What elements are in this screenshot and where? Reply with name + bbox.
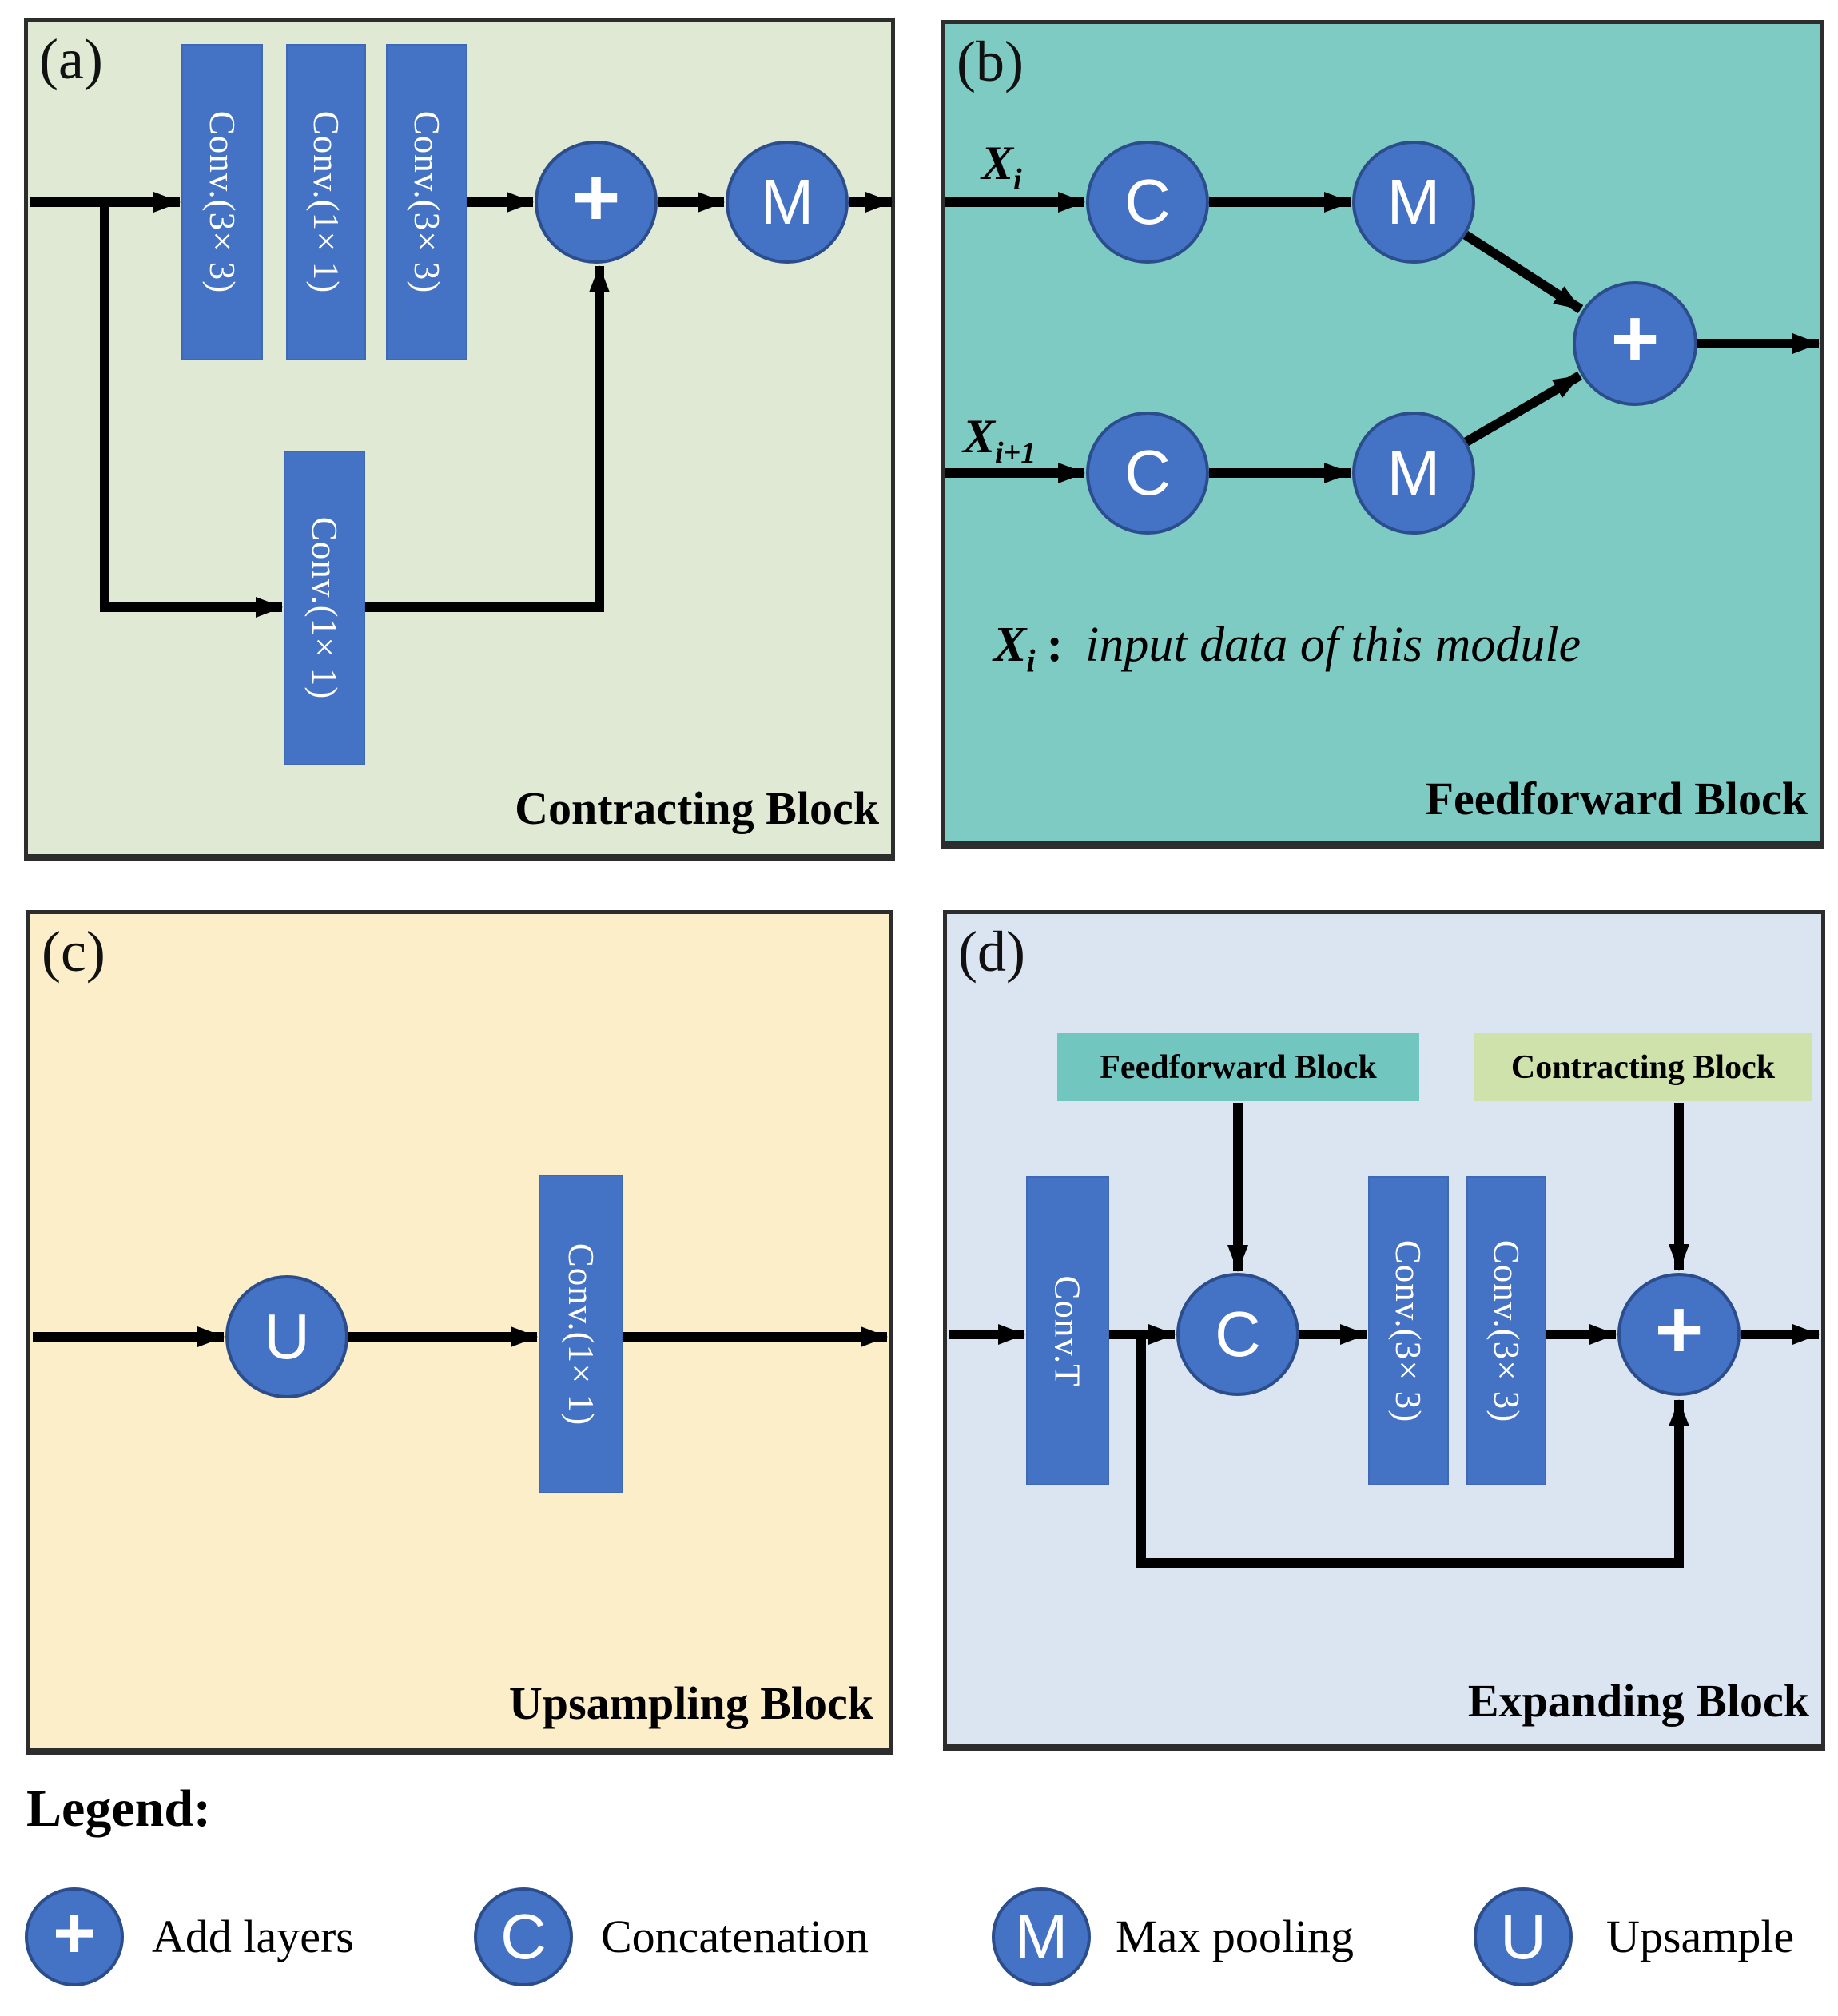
conv3x3-block-1-label: Conv.(3× 3)	[202, 110, 243, 294]
maxpool-node-a-symbol: M	[760, 166, 814, 237]
feedforward-block-tag: Feedforward Block	[1057, 1033, 1419, 1101]
note-xi: Xi	[993, 618, 1036, 679]
legend-maxpool-label: Max pooling	[1116, 1911, 1355, 1962]
conv3x3-block-2: Conv.(3× 3)	[386, 44, 467, 360]
panel-expanding-block: (d) Feedforward Block Contracting Block …	[943, 910, 1825, 1751]
legend-upsample-label: Upsample	[1606, 1911, 1795, 1962]
input-label-xi-sub: i	[1013, 163, 1022, 197]
concat-node-d-symbol: C	[1215, 1298, 1261, 1370]
legend-add-symbol: +	[53, 1892, 96, 1974]
panel-a-title: Contracting Block	[515, 782, 879, 834]
note-colon: :	[1046, 618, 1064, 672]
panel-d-letter: (d)	[958, 920, 1025, 984]
input-label-xi1: Xi+1	[963, 409, 1036, 468]
concat-node-top-symbol: C	[1124, 166, 1171, 237]
panel-contracting-block: (a) Conv.(3× 3) Conv.(1× 1) Conv.(3× 3) …	[24, 18, 895, 861]
legend-maxpool-symbol: M	[1014, 1901, 1068, 1972]
maxpool-node-top: M	[1352, 141, 1475, 264]
panel-feedforward-block: (b) Xi Xi+1 C M C M + Xi: input data of t…	[941, 20, 1824, 849]
upsample-node-c-symbol: U	[264, 1301, 310, 1372]
panel-a-letter: (a)	[39, 27, 103, 91]
input-label-xi1-sub: i+1	[995, 436, 1036, 470]
legend-upsample-icon: U	[1474, 1887, 1573, 1986]
note-text: input data of this module	[1085, 618, 1581, 672]
conv3x3-block-2-label: Conv.(3× 3)	[407, 110, 448, 294]
legend-add-label: Add layers	[152, 1911, 354, 1962]
convT-block: Conv.T	[1026, 1176, 1109, 1485]
contracting-block-tag: Contracting Block	[1474, 1033, 1812, 1101]
feedforward-block-tag-label: Feedforward Block	[1100, 1048, 1377, 1086]
conv3x3-block-d2: Conv.(3× 3)	[1466, 1176, 1546, 1485]
conv3x3-block-d1: Conv.(3× 3)	[1368, 1176, 1449, 1485]
maxpool-node-bottom-symbol: M	[1386, 437, 1441, 508]
xi-definition-note: Xi: input data of this module	[993, 617, 1581, 679]
add-node-b: +	[1573, 281, 1697, 406]
concat-node-top: C	[1086, 141, 1209, 264]
add-node-a: +	[535, 141, 658, 264]
legend-heading: Legend:	[26, 1779, 211, 1838]
maxpool-node-a: M	[726, 141, 849, 264]
conv1x1-block-1-label: Conv.(1× 1)	[306, 110, 347, 294]
contracting-block-tag-label: Contracting Block	[1510, 1048, 1776, 1086]
panel-d-title: Expanding Block	[1467, 1675, 1809, 1727]
legend-concat-symbol: C	[500, 1901, 547, 1972]
input-label-xi1-base: X	[963, 410, 996, 463]
add-node-d: +	[1617, 1273, 1741, 1396]
concat-node-bottom: C	[1086, 412, 1209, 535]
conv3x3-block-1: Conv.(3× 3)	[181, 44, 263, 360]
legend-concat-label: Concatenation	[601, 1911, 869, 1962]
add-node-a-symbol: +	[571, 151, 621, 244]
panel-b-title: Feedforward Block	[1425, 773, 1808, 825]
upsample-node-c: U	[225, 1275, 348, 1398]
input-label-xi-base: X	[981, 137, 1014, 189]
legend-maxpool-icon: M	[992, 1887, 1091, 1986]
legend-upsample-symbol: U	[1500, 1901, 1546, 1972]
conv1x1-block-2: Conv.(1× 1)	[284, 451, 365, 765]
concat-node-d: C	[1176, 1273, 1299, 1396]
panel-upsampling-block: (c) U Conv.(1× 1) Upsampling Block	[26, 910, 893, 1755]
maxpool-node-bottom: M	[1352, 412, 1475, 535]
conv3x3-block-d1-label: Conv.(3× 3)	[1388, 1239, 1429, 1422]
convT-block-label: Conv.T	[1048, 1274, 1088, 1387]
panel-c-letter: (c)	[42, 920, 105, 984]
conv1x1-block-c-label: Conv.(1× 1)	[561, 1243, 602, 1426]
legend-concat-icon: C	[474, 1887, 573, 1986]
panel-b-letter: (b)	[957, 30, 1024, 93]
conv1x1-block-c: Conv.(1× 1)	[539, 1175, 623, 1493]
maxpool-node-top-symbol: M	[1386, 166, 1441, 237]
legend-add-icon: +	[25, 1887, 124, 1986]
conv1x1-block-1: Conv.(1× 1)	[286, 44, 366, 360]
panel-c-title: Upsampling Block	[508, 1677, 873, 1729]
add-node-b-symbol: +	[1610, 292, 1660, 385]
conv1x1-block-2-label: Conv.(1× 1)	[304, 516, 345, 700]
input-label-xi: Xi	[981, 136, 1022, 195]
conv3x3-block-d2-label: Conv.(3× 3)	[1486, 1239, 1527, 1422]
concat-node-bottom-symbol: C	[1124, 437, 1171, 508]
add-node-d-symbol: +	[1654, 1283, 1704, 1376]
